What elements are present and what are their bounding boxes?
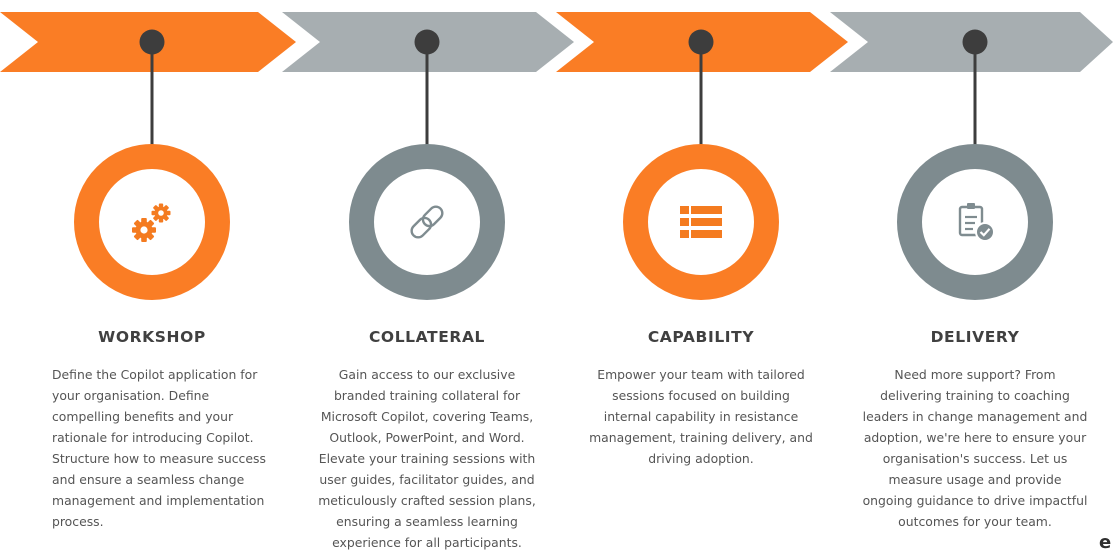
clipboard-check-icon [958, 203, 995, 242]
connector-workshop [139, 29, 165, 145]
step-title-collateral: COLLATERAL [368, 328, 486, 346]
step-title-capability: CAPABILITY [647, 328, 755, 346]
step-title-delivery: DELIVERY [930, 328, 1020, 346]
ring-capability [623, 144, 779, 300]
step-description-workshop: Define the Copilot application for your … [52, 367, 266, 529]
connector-capability [688, 29, 714, 145]
connector-collateral [414, 29, 440, 145]
gears-icon [132, 203, 171, 242]
ring-workshop [74, 144, 230, 300]
connector-delivery [962, 29, 988, 145]
step-description-delivery: Need more support? From delivering train… [862, 367, 1088, 529]
list-icon [680, 206, 722, 238]
ring-delivery [897, 144, 1053, 300]
corner-logo-fragment: e [1099, 534, 1112, 552]
step-description-collateral: Gain access to our exclusive branded tra… [318, 367, 536, 550]
step-description-capability: Empower your team with tailored sessions… [589, 367, 813, 466]
step-title-workshop: WORKSHOP [98, 328, 206, 346]
link-chain-icon [410, 205, 444, 239]
ring-collateral [349, 144, 505, 300]
